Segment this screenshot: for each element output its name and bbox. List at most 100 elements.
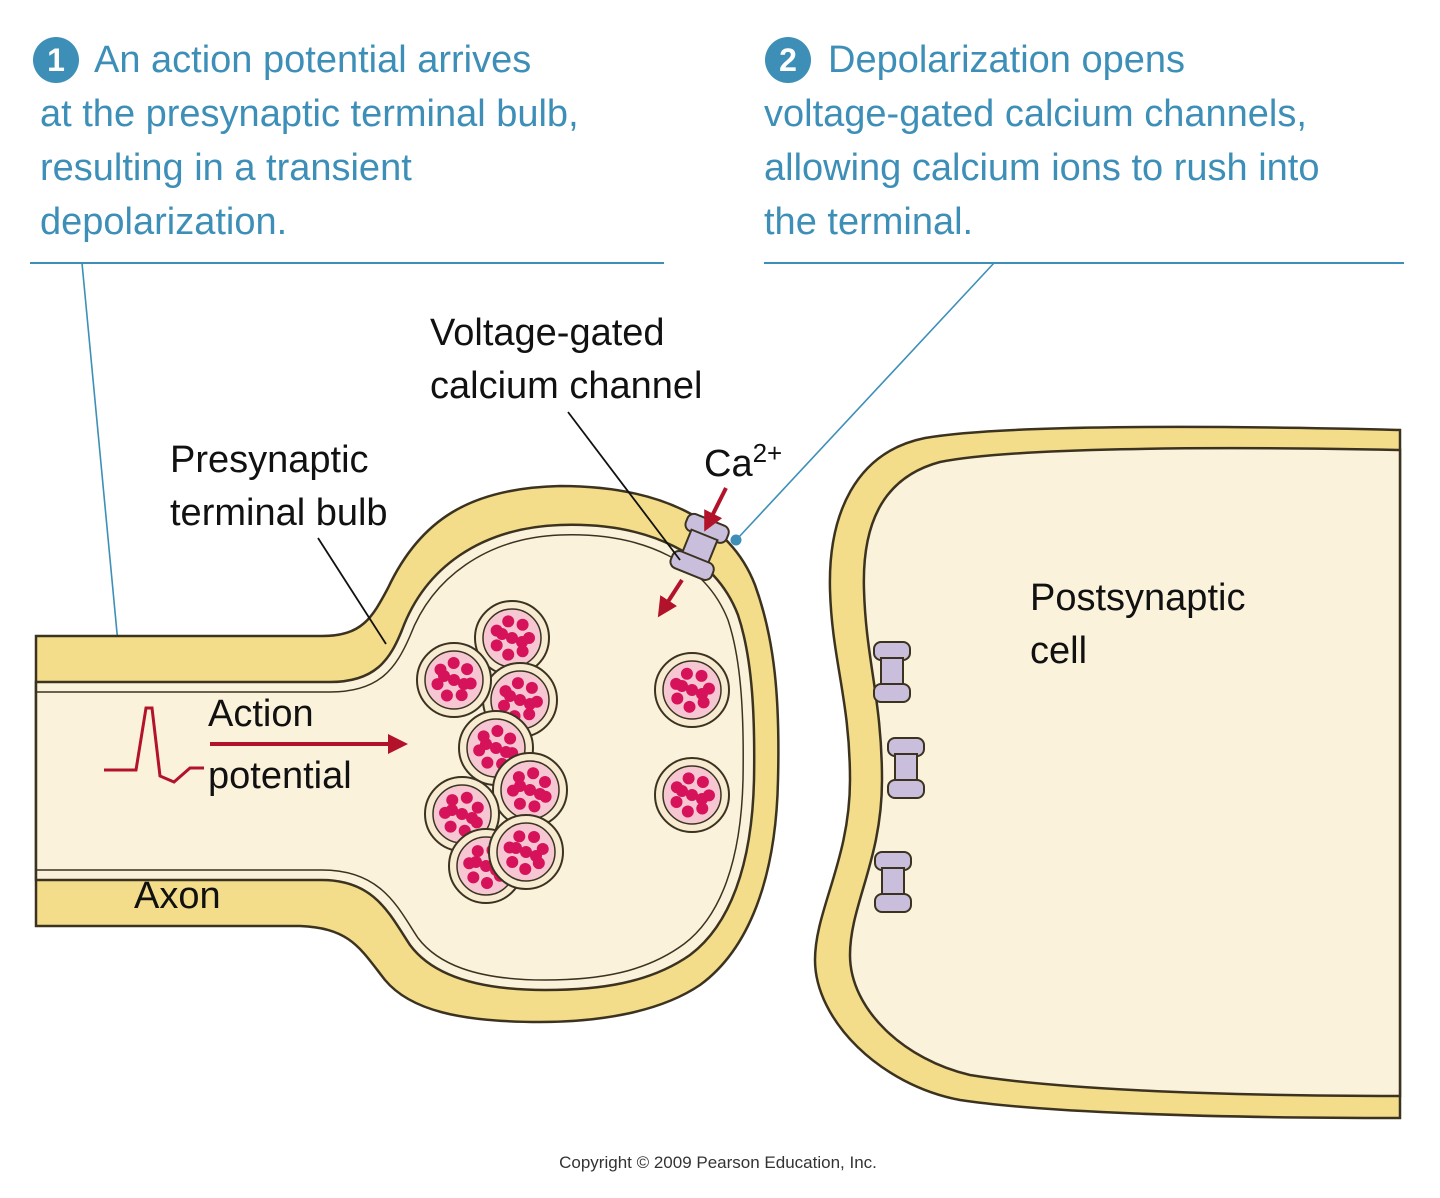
neurotransmitter-dot (523, 708, 536, 721)
step-2-number: 2 (779, 42, 797, 78)
neurotransmitter-dot (456, 808, 468, 820)
copyright-notice: Copyright © 2009 Pearson Education, Inc. (559, 1153, 877, 1172)
neurotransmitter-dot (463, 857, 476, 870)
synaptic-vesicle-icon (654, 757, 730, 833)
step-2-line-3: allowing calcium ions to rush into (764, 147, 1320, 189)
bulb-pointer-line (317, 537, 387, 645)
postsynaptic-cell (813, 425, 1402, 1120)
neurotransmitter-dot (686, 789, 698, 801)
step-2-leader-dot (730, 534, 742, 546)
synaptic-vesicle-icon (474, 600, 550, 676)
step-2-line-2: voltage-gated calcium channels, (764, 93, 1307, 135)
step-1-line-4: depolarization. (40, 201, 287, 243)
neurotransmitter-dot (507, 784, 520, 797)
neurotransmitter-dot (527, 767, 540, 780)
receptor-icon (887, 737, 925, 799)
step-2-line-4: the terminal. (764, 201, 973, 243)
neurotransmitter-dot (695, 669, 708, 682)
neurotransmitter-dot (682, 772, 695, 785)
neurotransmitter-dot (519, 862, 532, 875)
neurotransmitter-dot (516, 618, 529, 631)
neurotransmitter-dot (696, 775, 709, 788)
neurotransmitter-dot (506, 856, 519, 869)
ion-label: Ca2+ (704, 438, 782, 485)
neurotransmitter-dot (431, 678, 444, 691)
action-potential-label-line-1: Action (208, 693, 314, 735)
synaptic-vesicle-icon (492, 752, 568, 828)
step-number-badge-icon (765, 37, 811, 83)
step-1-line-2: at the presynaptic terminal bulb, (40, 93, 579, 135)
neurotransmitter-dot (530, 695, 543, 708)
neurotransmitter-dot (471, 801, 484, 814)
neurotransmitter-dot (461, 663, 474, 676)
neurotransmitter-dot (511, 677, 524, 690)
neurotransmitter-dot (686, 684, 698, 696)
neurotransmitter-dot (440, 689, 453, 702)
presynaptic-neuron (34, 484, 780, 1024)
neurotransmitter-dot (455, 689, 468, 702)
step-1-line-1: An action potential arrives (94, 39, 531, 81)
receptor-icon (874, 851, 912, 913)
neurotransmitter-dot (477, 730, 490, 743)
neurotransmitter-dot (680, 667, 693, 680)
calcium-entry-arrow (704, 487, 728, 532)
step-1-caption: 1 An action potential arrives at the pre… (30, 37, 664, 736)
postsynaptic-label-line-1: Postsynaptic (1030, 577, 1245, 619)
neurotransmitter-dot (697, 696, 710, 709)
neurotransmitter-dot (513, 830, 526, 843)
neurotransmitter-dot (514, 694, 526, 706)
neurotransmitter-dot (670, 781, 683, 794)
axon-label: Axon (134, 875, 221, 917)
neurotransmitter-dot (696, 802, 709, 815)
calcium-influx-arrow (657, 578, 684, 618)
channel-label-line-1: Voltage-gated (430, 312, 665, 354)
neurotransmitter-dot (523, 632, 535, 644)
neurotransmitter-dot (473, 744, 486, 757)
neurotransmitter-dot (702, 789, 715, 802)
neurotransmitter-dot (702, 682, 715, 695)
action-potential-spike-icon (104, 706, 204, 784)
neurotransmitter-dot (490, 624, 503, 637)
neurotransmitter-dot (532, 857, 545, 870)
synaptic-vesicle-icon (654, 652, 730, 728)
synaptic-vesicles (416, 600, 730, 904)
neurotransmitter-dot (506, 632, 518, 644)
neurotransmitter-dot (503, 841, 516, 854)
neurotransmitter-dot (490, 742, 502, 754)
presynaptic-cytoplasm (34, 523, 756, 992)
neurotransmitter-dot (670, 796, 683, 809)
bulb-label-line-2: terminal bulb (170, 492, 388, 534)
neurotransmitter-dot (513, 797, 526, 810)
bulb-label-line-1: Presynaptic (170, 439, 369, 481)
neurotransmitter-dot (671, 692, 684, 705)
neurotransmitter-dot (499, 685, 512, 698)
step-1-number: 1 (47, 42, 65, 78)
channel-pointer-line (567, 411, 681, 561)
postsynaptic-label-line-2: cell (1030, 630, 1087, 672)
neurotransmitter-dot (490, 639, 503, 652)
neurotransmitter-dot (512, 771, 525, 784)
action-potential-label-line-2: potential (208, 755, 352, 797)
neurotransmitter-dot (480, 860, 492, 872)
neurotransmitter-dot (681, 805, 694, 818)
membrane-inner-line (36, 534, 744, 981)
channel-label-line-2: calcium channel (430, 365, 702, 407)
neurotransmitter-dot (536, 842, 549, 855)
postsynaptic-cytoplasm (848, 446, 1402, 1098)
neurotransmitter-dot (481, 756, 494, 769)
neurotransmitter-dot (539, 790, 552, 803)
neurotransmitter-dot (444, 820, 457, 833)
neurotransmitter-dot (502, 648, 515, 661)
neurotransmitter-dot (467, 871, 480, 884)
neurotransmitter-dot (502, 615, 515, 628)
neurotransmitter-dot (525, 681, 538, 694)
neurotransmitter-dot (448, 674, 460, 686)
neurotransmitter-dot (480, 876, 493, 889)
synaptic-vesicle-icon (416, 642, 492, 718)
neurotransmitter-dot (516, 645, 529, 658)
step-2-caption: 2 Depolarization opens voltage-gated cal… (730, 37, 1404, 546)
neurotransmitter-dot (524, 784, 536, 796)
receptor-icon (873, 641, 911, 703)
neurotransmitter-dot (670, 677, 683, 690)
